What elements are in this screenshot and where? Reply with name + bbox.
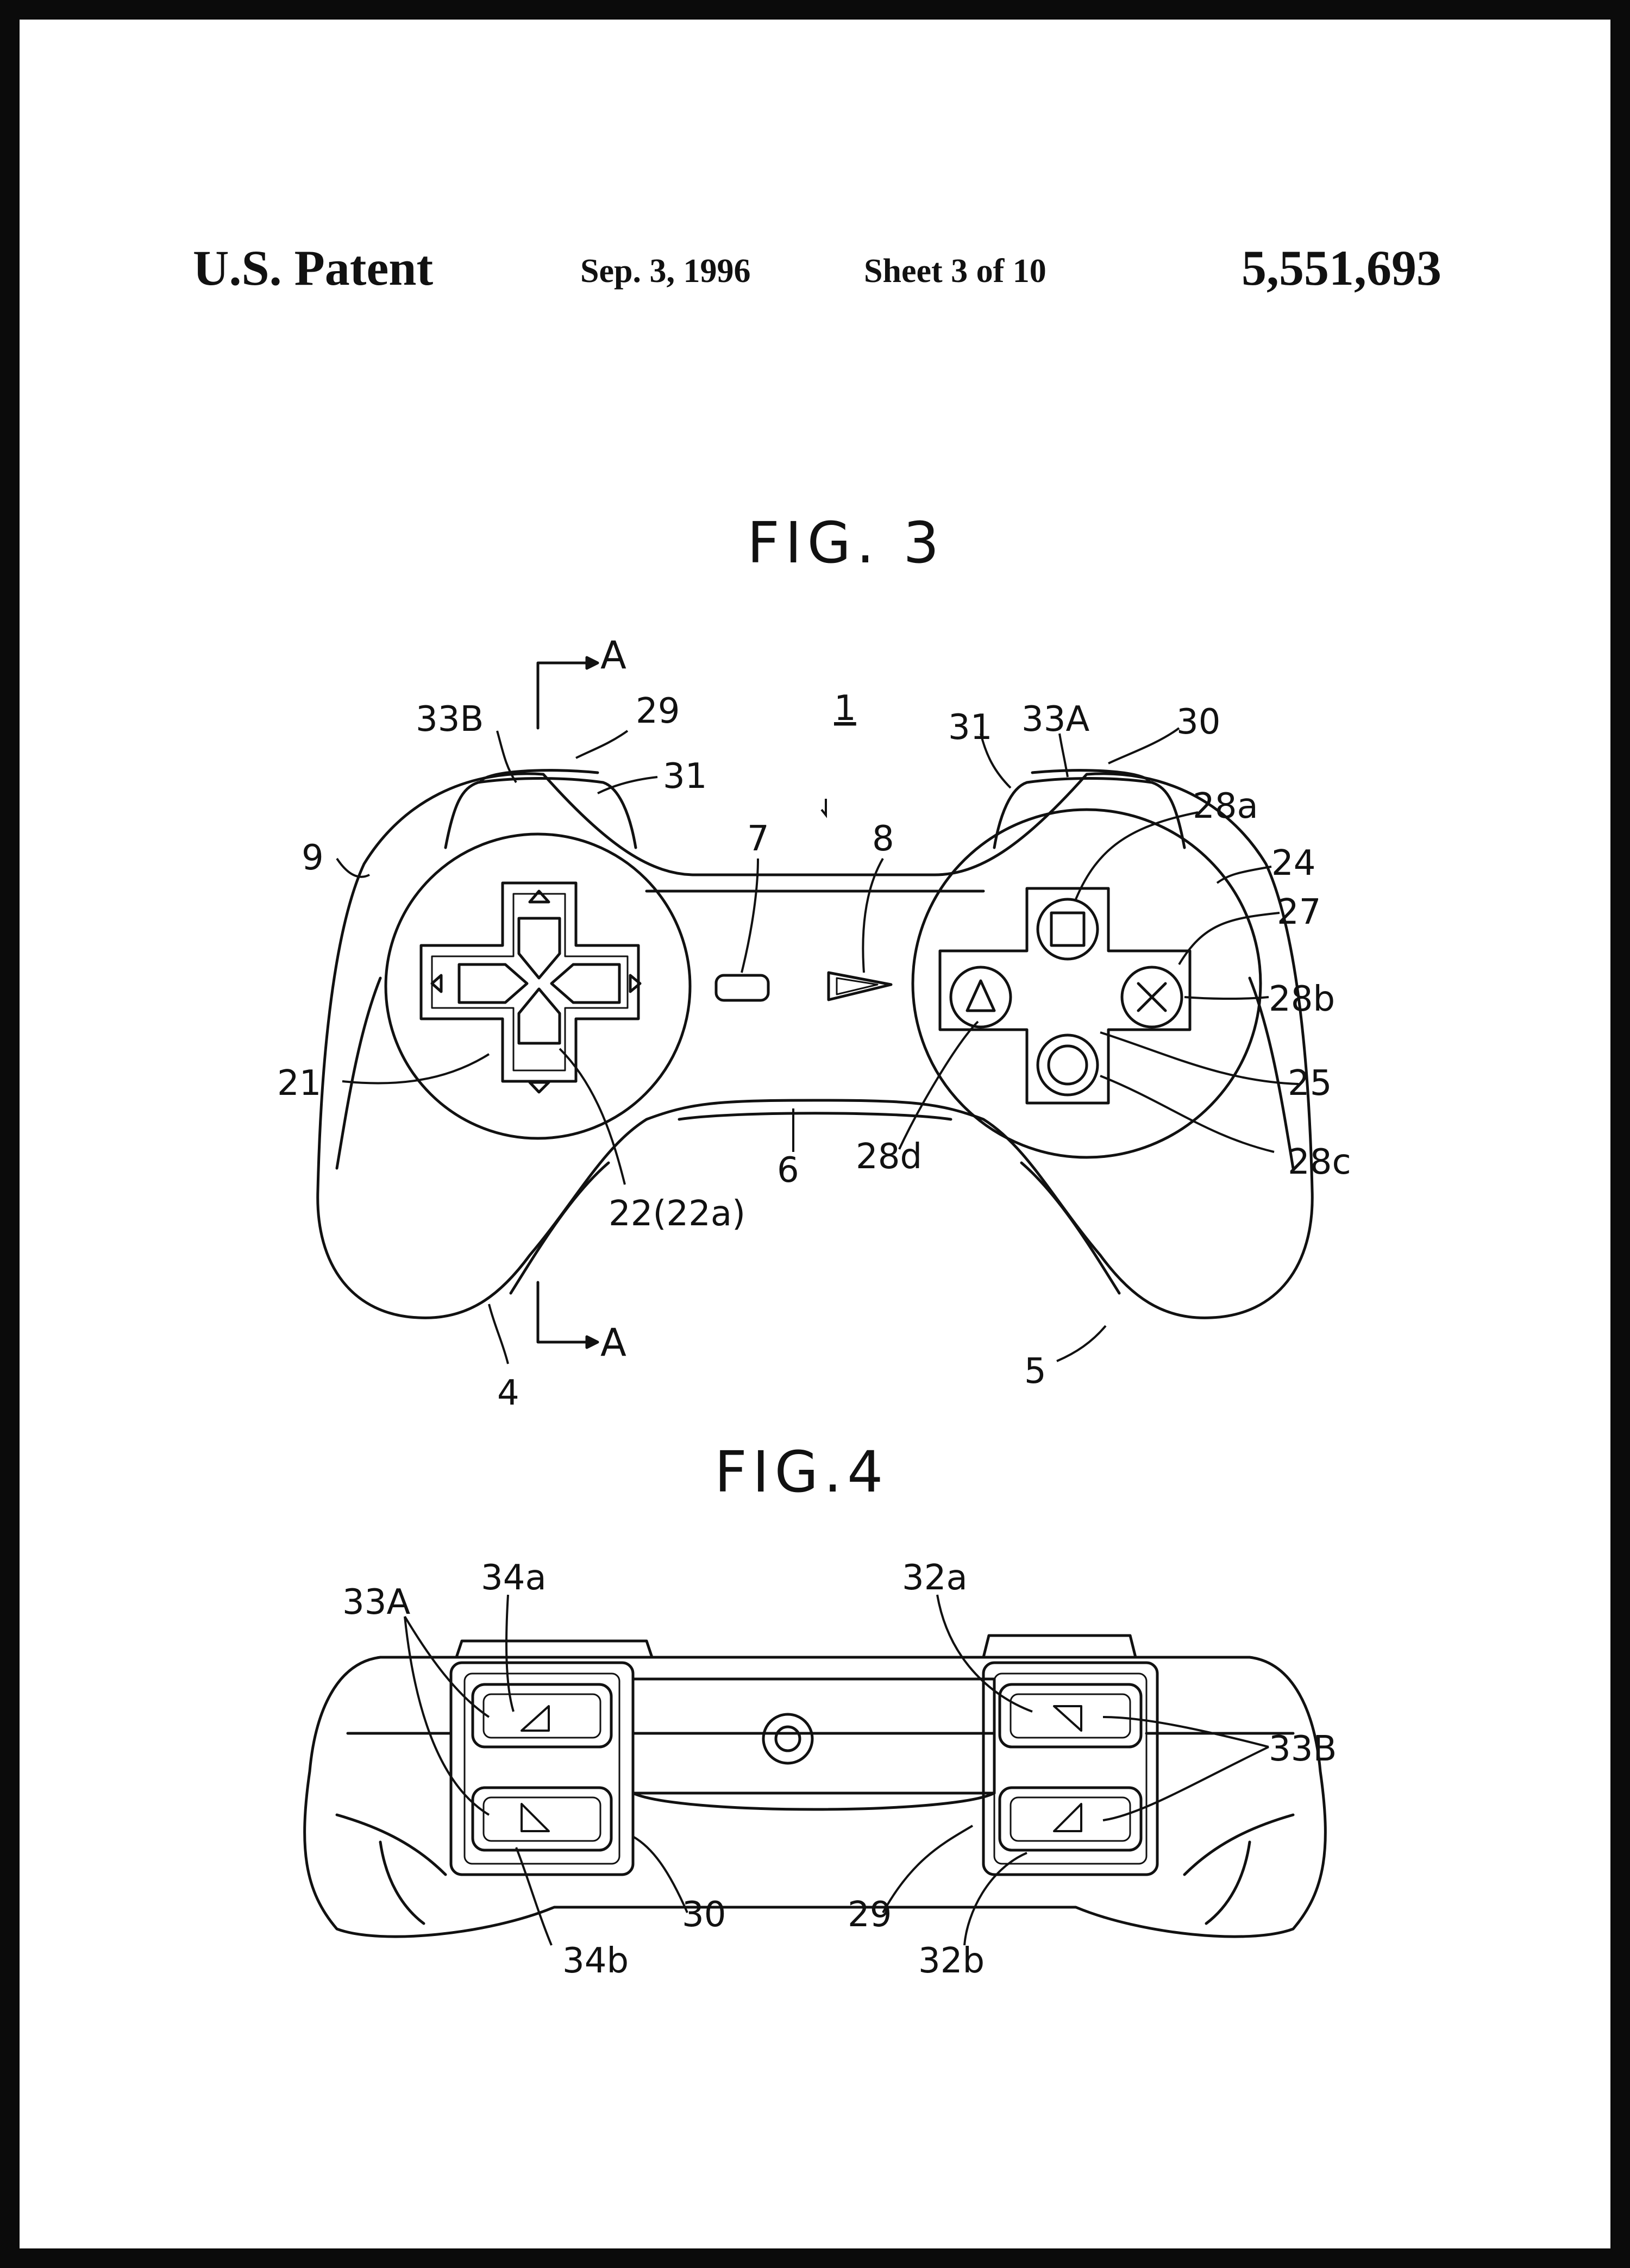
ref-32b: 32b — [918, 1941, 985, 1981]
ref-33a-front: 33A — [342, 1582, 410, 1622]
ref-31-right: 31 — [948, 707, 992, 748]
ref-25: 25 — [1288, 1063, 1332, 1104]
patent-office-title: U.S. Patent — [193, 240, 434, 296]
ref-28b: 28b — [1269, 979, 1335, 1019]
ref-28a: 28a — [1193, 786, 1258, 826]
fig3-leaders — [336, 727, 1299, 1364]
ref-29-top: 29 — [636, 691, 680, 731]
ref-30-top: 30 — [1176, 702, 1220, 742]
ref-32a: 32a — [902, 1558, 968, 1598]
ref-1: 1 — [834, 688, 856, 729]
ref-31-left: 31 — [663, 756, 707, 797]
patent-number: 5,551,693 — [1242, 240, 1441, 296]
patent-header: U.S. Patent Sep. 3, 1996 Sheet 3 of 10 5… — [0, 239, 1630, 304]
ref-34b: 34b — [562, 1941, 629, 1981]
fig4-leaders — [404, 1594, 1269, 1946]
ref-30-front: 30 — [682, 1895, 726, 1935]
ref-8: 8 — [872, 819, 894, 859]
fig3-reference-labels: A A 1 33B 29 31 31 33A 30 9 7 8 28a 24 2… — [277, 633, 1351, 1413]
ref-33b-front: 33B — [1269, 1729, 1337, 1769]
fig4: FIG.4 — [303, 1439, 1337, 1981]
fig3: FIG. 3 — [277, 510, 1351, 1413]
sheet-number: Sheet 3 of 10 — [864, 253, 1046, 290]
section-label-bottom: A — [600, 1320, 626, 1365]
ref-24: 24 — [1271, 843, 1315, 884]
ref-28d: 28d — [856, 1137, 922, 1177]
ref-22-22a: 22(22a) — [609, 1194, 745, 1234]
ref-5: 5 — [1024, 1351, 1046, 1392]
ref-6: 6 — [777, 1150, 799, 1191]
ref-27: 27 — [1277, 892, 1321, 932]
ref-28c: 28c — [1288, 1142, 1351, 1182]
section-label-top: A — [600, 633, 626, 678]
controller-top-view — [316, 656, 1314, 1349]
ref-33b-top: 33B — [416, 699, 484, 740]
ref-33a-top: 33A — [1021, 699, 1089, 740]
ref-29-front: 29 — [848, 1895, 892, 1935]
ref-9: 9 — [302, 838, 324, 878]
fig4-caption: FIG.4 — [714, 1439, 888, 1505]
fig3-caption: FIG. 3 — [747, 510, 944, 576]
ref-4: 4 — [497, 1373, 519, 1413]
patent-date: Sep. 3, 1996 — [580, 253, 751, 290]
ref-21: 21 — [277, 1063, 321, 1104]
fig4-reference-labels: 33A 34a 32a 33B 30 29 34b 32b — [342, 1558, 1337, 1981]
ref-34a: 34a — [481, 1558, 547, 1598]
controller-front-view — [303, 1634, 1327, 1938]
ref-7: 7 — [747, 819, 769, 859]
